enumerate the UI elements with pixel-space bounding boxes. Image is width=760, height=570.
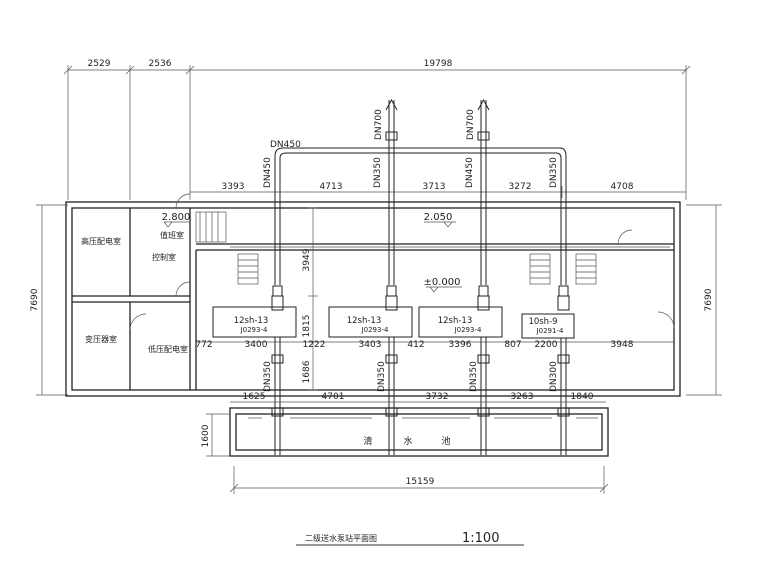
dim-upper-1: 3393: [222, 182, 245, 192]
pump-1: [212, 306, 297, 338]
drawing-title: 二级送水泵站平面图: [305, 533, 377, 543]
room-high-voltage: 高压配电室: [81, 236, 121, 246]
dim-pump-5: 412: [407, 340, 424, 350]
pump-2-base: J0293-4: [361, 326, 389, 334]
pump-4: [521, 313, 575, 339]
elevation-marks: 2.800 2.050 ±0.000: [162, 212, 462, 293]
dim-lower-2: 4701: [322, 392, 345, 402]
label-outlet-1: DN700: [374, 109, 384, 140]
room-labels: 高压配电室 值班室 控制室 变压器室 低压配电室: [81, 230, 188, 354]
label-riser-c: DN450: [465, 157, 475, 188]
tank-label-1: 清: [363, 435, 372, 447]
dim-top-left: 2529: [88, 59, 111, 69]
pump-1-model: 12sh-13: [234, 316, 269, 326]
dim-pump-1: 772: [195, 340, 212, 350]
label-suction-1: DN350: [263, 361, 273, 392]
dim-lower-3: 3732: [426, 392, 449, 402]
dim-inner-b: 1815: [302, 315, 312, 338]
elevation-floor: ±0.000: [423, 277, 460, 288]
pump-2: [328, 306, 413, 338]
dim-pump-8: 2200: [535, 340, 558, 350]
label-suction-4: DN300: [549, 361, 559, 392]
suction-piping: [271, 337, 570, 455]
pump-4-model: 10sh-9: [528, 317, 557, 327]
dim-pump-6: 3396: [449, 340, 472, 350]
drawing-scale: 1:100: [462, 531, 499, 546]
clear-water-tank: 清 水 池 1600 15159: [201, 407, 609, 494]
pumps: 12sh-13 J0293-4 12sh-13 J0293-4 12sh-13 …: [212, 306, 575, 339]
room-low-voltage: 低压配电室: [148, 344, 188, 354]
pipe-labels-bottom: DN350 DN350 DN350 DN300: [263, 361, 559, 392]
pump-1-base: J0293-4: [240, 326, 268, 334]
pump-2-model: 12sh-13: [347, 316, 382, 326]
dim-pump-4: 3403: [359, 340, 382, 350]
title-block: 二级送水泵站平面图 1:100: [296, 531, 524, 546]
label-outlet-2: DN700: [466, 109, 476, 140]
stairs: [195, 211, 597, 285]
label-suction-2: DN350: [377, 361, 387, 392]
label-riser-a: DN450: [263, 157, 273, 188]
dim-tank-depth: 1600: [201, 424, 211, 447]
dim-pump-9: 3948: [611, 340, 634, 350]
room-transformer: 变压器室: [85, 334, 117, 344]
dim-lower-4: 3263: [511, 392, 534, 402]
dim-pump-3: 1222: [303, 340, 326, 350]
building-walls: [65, 193, 681, 397]
pipe-labels-top: DN700 DN700 DN450 DN450 DN350 DN450 DN35…: [263, 109, 559, 188]
pump-3: [418, 306, 503, 338]
dim-upper-3: 3713: [423, 182, 446, 192]
elevation-mid: 2.050: [424, 212, 453, 223]
room-duty: 值班室: [160, 230, 184, 240]
pump-3-model: 12sh-13: [438, 316, 473, 326]
lower-dimension-chain: 1625 4701 3732 3263 1840: [230, 392, 606, 403]
dim-upper-2: 4713: [320, 182, 343, 192]
dim-pump-2: 3400: [245, 340, 268, 350]
label-riser-b: DN350: [373, 157, 383, 188]
dim-upper-4: 3272: [509, 182, 532, 192]
side-dimensions: 7690 7690: [30, 204, 722, 396]
dim-tank-width: 15159: [406, 477, 435, 487]
dim-top-total: 19798: [424, 59, 453, 69]
label-riser-d: DN350: [549, 157, 559, 188]
dim-lower-5: 1840: [571, 392, 594, 402]
pump-dimension-chain: 772 3400 1222 3403 412 3396 807 2200 394…: [195, 340, 674, 350]
dim-inner-a: 3949: [302, 248, 312, 271]
dim-left-height: 7690: [30, 288, 40, 311]
discharge-piping: [271, 98, 570, 311]
tank-label-2: 水: [403, 435, 412, 447]
pump-3-base: J0293-4: [454, 326, 482, 334]
dim-pump-7: 807: [504, 340, 521, 350]
dim-inner-c: 1686: [302, 360, 312, 383]
label-suction-3: DN350: [469, 361, 479, 392]
label-header: DN450: [270, 140, 301, 150]
dim-right-height: 7690: [704, 288, 714, 311]
top-dimension-chain: 2529 2536 19798: [63, 59, 691, 200]
dim-top-mid: 2536: [149, 59, 172, 69]
tank-label-3: 池: [441, 435, 450, 447]
elevation-stair: 2.800: [162, 212, 191, 223]
room-control: 控制室: [152, 252, 176, 262]
dim-upper-5: 4708: [611, 182, 634, 192]
pump-4-base: J0291-4: [536, 327, 564, 335]
inner-vertical-dims: 3949 1815 1686: [302, 207, 318, 391]
dim-lower-1: 1625: [243, 392, 266, 402]
